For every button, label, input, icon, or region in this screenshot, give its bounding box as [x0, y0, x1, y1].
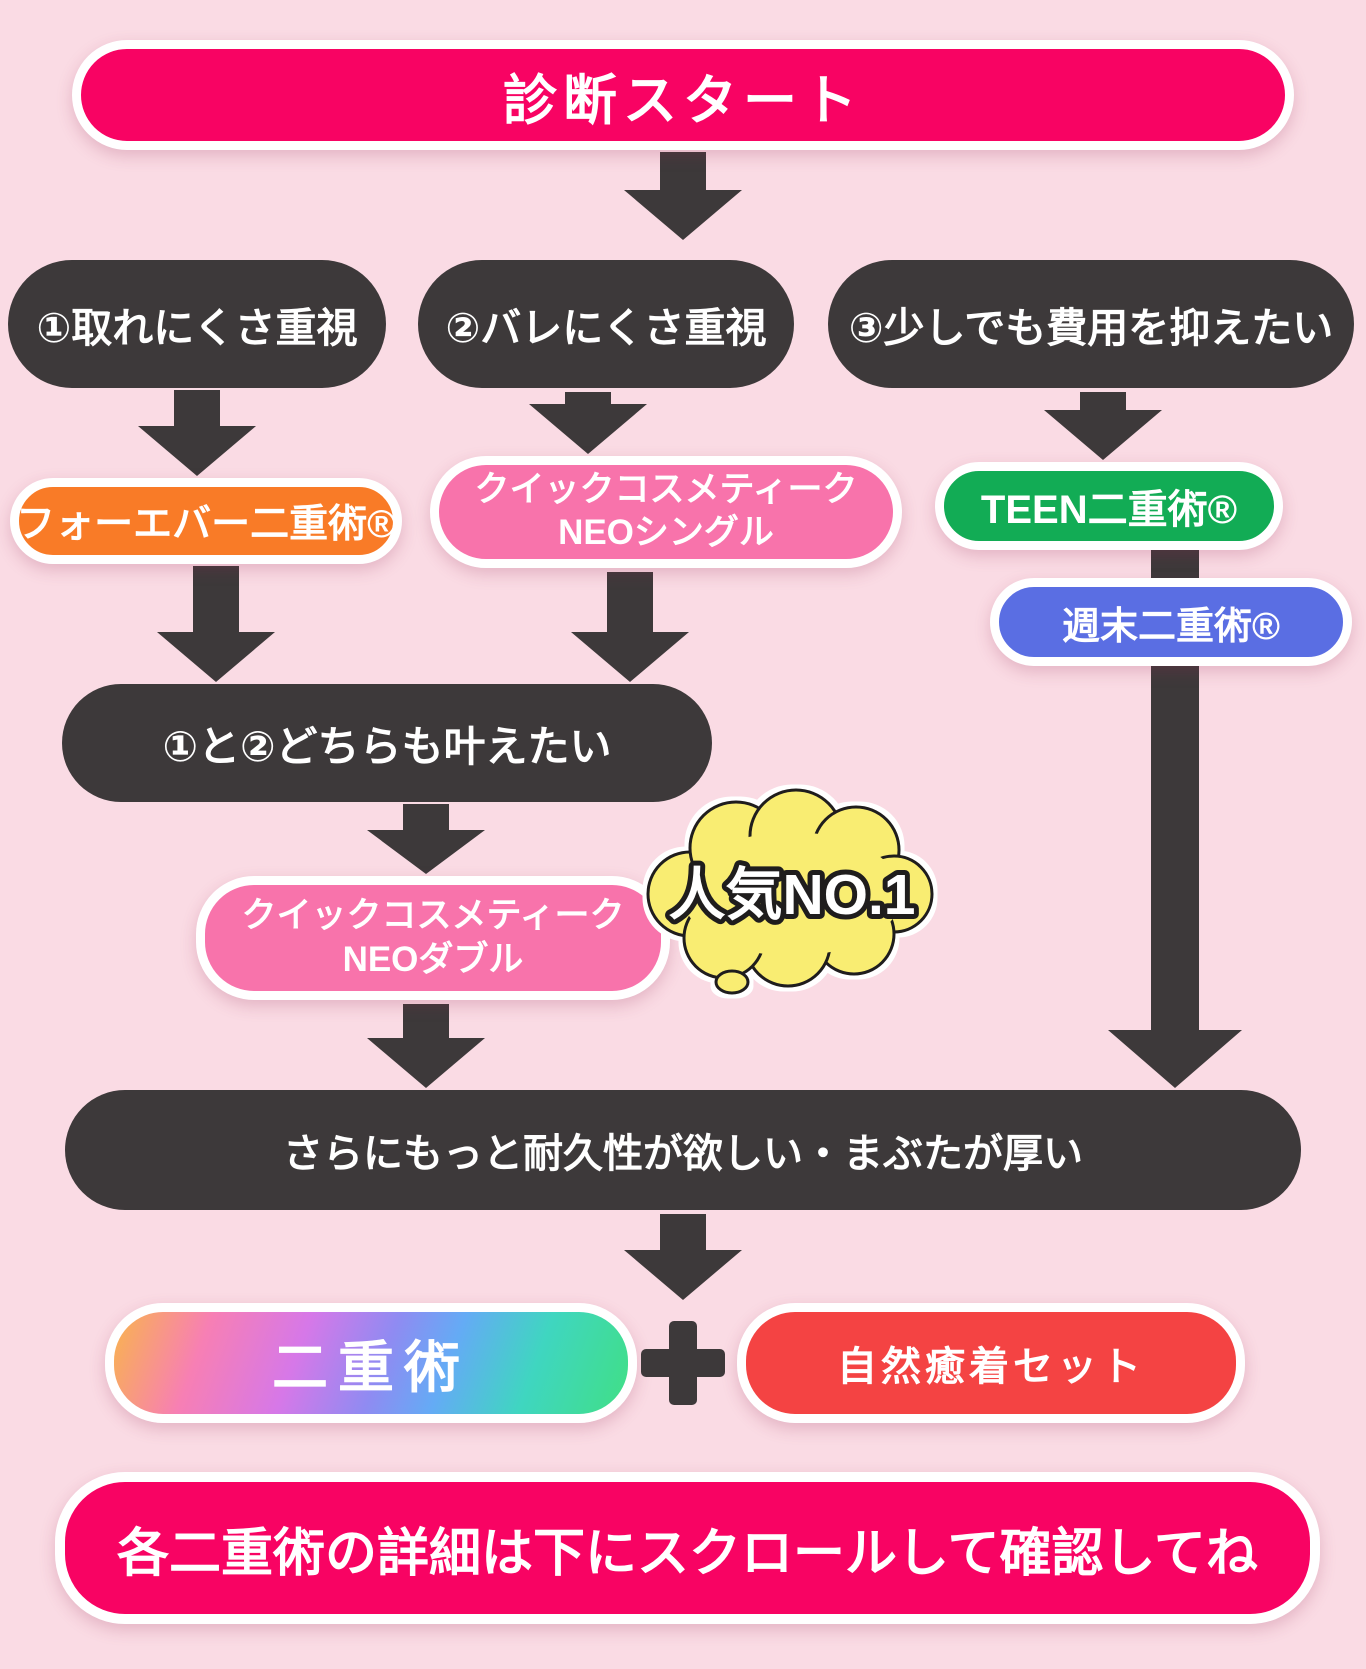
- forever-double-label: フォーエバー二重術®: [16, 503, 396, 546]
- footer-label: 各二重術の詳細は下にスクロールして確認してね: [117, 1524, 1258, 1583]
- option-2-label: ②バレにくさ重視: [445, 305, 767, 351]
- start-node: 診断スタート: [72, 40, 1294, 150]
- option-2-node: ②バレにくさ重視: [418, 260, 794, 388]
- option-3-node: ③少しでも費用を抑えたい: [828, 260, 1354, 388]
- popularity-badge-label: 人気NO.1: [668, 863, 915, 927]
- neo-single-line1: クイックコスメティーク: [474, 470, 858, 510]
- double-surgery-label: 二重術: [272, 1335, 470, 1399]
- forever-double-node: フォーエバー二重術®: [10, 478, 402, 564]
- neo-single-line2: NEOシングル: [558, 513, 774, 552]
- natural-adhesion-set-label: 自然癒着セット: [837, 1345, 1145, 1389]
- weekend-double-node: 週末二重術®: [990, 578, 1352, 666]
- start-label: 診断スタート: [503, 70, 863, 131]
- double-surgery-node: 二重術: [105, 1303, 637, 1423]
- durability-node: さらにもっと耐久性が欲しい・まぶたが厚い: [65, 1090, 1301, 1210]
- footer-banner: 各二重術の詳細は下にスクロールして確認してね: [55, 1472, 1320, 1624]
- both-1-and-2-label: ①と②どちらも叶えたい: [162, 722, 612, 770]
- natural-adhesion-set-node: 自然癒着セット: [737, 1303, 1245, 1423]
- teen-double-node: TEEN二重術®: [935, 462, 1283, 550]
- neo-double-line1: クイックコスメティーク: [241, 896, 625, 936]
- weekend-double-label: 週末二重術®: [1062, 605, 1280, 648]
- durability-label: さらにもっと耐久性が欲しい・まぶたが厚い: [283, 1132, 1083, 1176]
- both-1-and-2-node: ①と②どちらも叶えたい: [62, 684, 712, 802]
- option-1-node: ①取れにくさ重視: [8, 260, 386, 388]
- option-1-label: ①取れにくさ重視: [36, 305, 358, 351]
- quick-cosmetique-neo-double-node: クイックコスメティーク NEOダブル: [196, 876, 670, 1000]
- popularity-badge: 人気NO.1: [626, 786, 942, 998]
- quick-cosmetique-neo-single-node: クイックコスメティーク NEOシングル: [430, 456, 902, 568]
- neo-double-line2: NEOダブル: [342, 940, 524, 979]
- cloud-bubble-icon: 人気NO.1: [646, 788, 934, 995]
- option-3-label: ③少しでも費用を抑えたい: [848, 305, 1334, 351]
- plus-icon: [641, 1321, 725, 1405]
- teen-double-label: TEEN二重術®: [980, 488, 1238, 532]
